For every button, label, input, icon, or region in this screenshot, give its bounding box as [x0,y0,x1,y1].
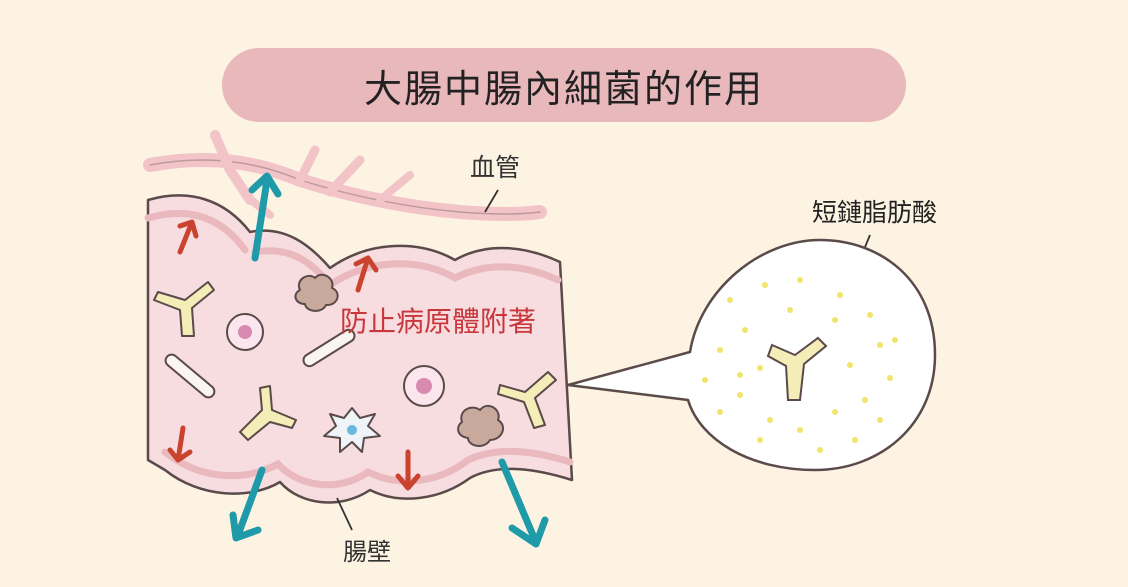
scfa-dot [817,447,823,453]
scfa-dot [727,297,733,303]
scfa-dot [887,375,893,381]
scfa-dot [847,362,853,368]
scfa-dot [787,307,793,313]
scfa-dot [832,317,838,323]
scfa-dot [757,365,763,371]
scfa-dot [832,409,838,415]
scfa-dot [717,409,723,415]
scfa-dot [762,282,768,288]
blood-vessel-label: 血管 [470,148,520,184]
scfa-dot [867,312,873,318]
scfa-dot [737,392,743,398]
wall-pointer [337,498,352,530]
scfa-bubble [568,240,935,470]
scfa-label: 短鏈脂肪酸 [812,193,937,229]
scfa-dot [757,437,763,443]
scfa-dot [717,347,723,353]
scfa-dot [737,372,743,378]
intestinal-wall-label: 腸壁 [343,532,391,567]
scfa-dot [702,377,708,383]
diagram-title: 大腸中腸內細菌的作用 [364,58,764,113]
scfa-dot [797,427,803,433]
scfa-dot [862,397,868,403]
scfa-dot [767,417,773,423]
scfa-dot [877,342,883,348]
title-pill: 大腸中腸內細菌的作用 [222,48,906,122]
scfa-dot [852,437,858,443]
intestine [148,195,572,502]
scfa-dot [837,292,843,298]
prevent-pathogen-label: 防止病原體附著 [340,300,536,340]
scfa-dot [877,417,883,423]
scfa-dot [742,327,748,333]
scfa-dot [892,337,898,343]
scfa-dot [797,277,803,283]
